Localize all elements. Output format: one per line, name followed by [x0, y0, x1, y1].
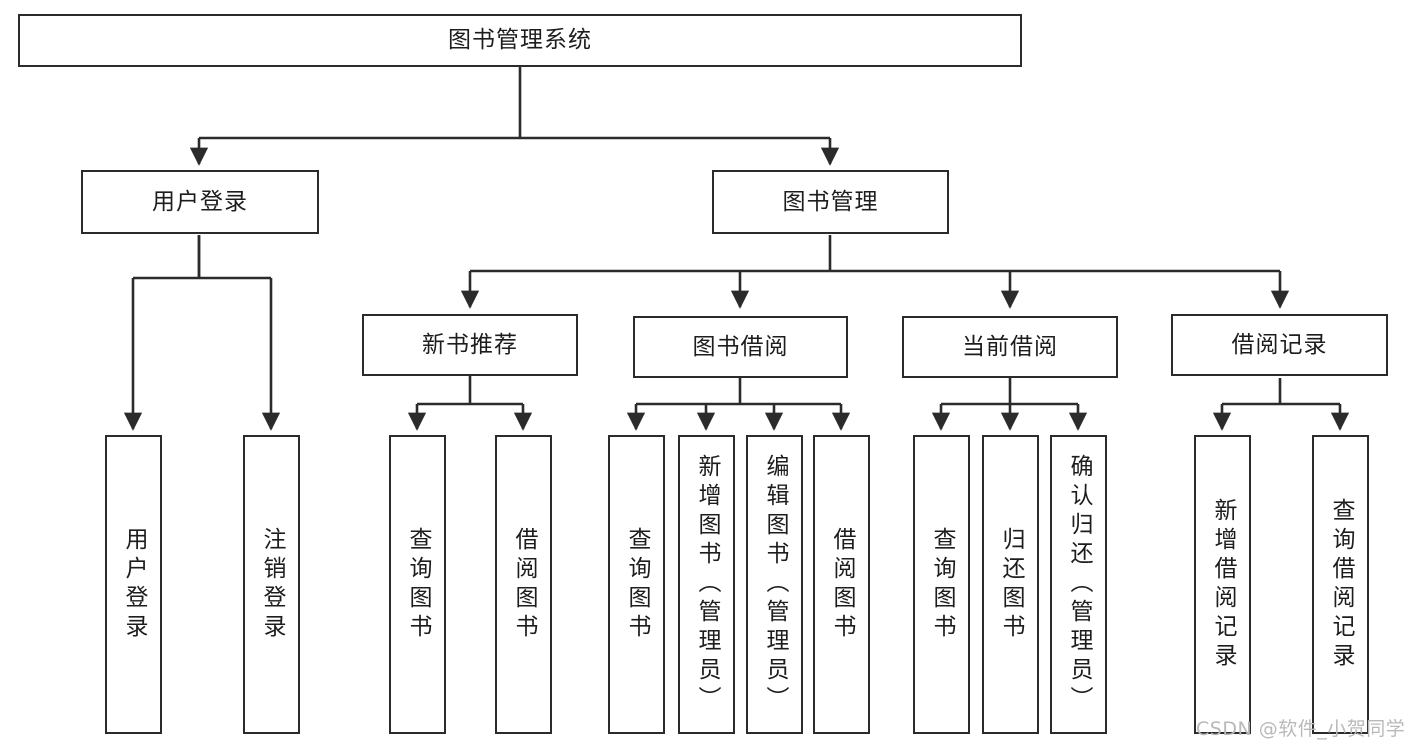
node-leaf-query-book-3-label: 查询图书	[929, 526, 955, 643]
node-book-manage[interactable]: 图书管理	[712, 170, 949, 234]
node-borrow-record[interactable]: 借阅记录	[1171, 314, 1388, 376]
node-leaf-logout-login[interactable]: 注销登录	[243, 435, 300, 734]
node-leaf-query-book-1-label: 查询图书	[405, 526, 431, 643]
node-leaf-user-login[interactable]: 用户登录	[105, 435, 162, 734]
node-leaf-return-book-label: 归还图书	[998, 526, 1024, 643]
node-leaf-add-record[interactable]: 新增借阅记录	[1194, 435, 1251, 734]
csdn-watermark: CSDN @软件_小贺同学	[1196, 718, 1405, 740]
node-leaf-return-book[interactable]: 归还图书	[982, 435, 1039, 734]
node-leaf-query-book-1[interactable]: 查询图书	[389, 435, 446, 734]
node-book-borrow-label: 图书借阅	[692, 333, 789, 360]
node-leaf-query-record[interactable]: 查询借阅记录	[1312, 435, 1369, 734]
node-leaf-add-book-label: 新增图书（管理员）	[694, 454, 720, 715]
node-current-borrow-label: 当前借阅	[962, 333, 1058, 360]
node-current-borrow[interactable]: 当前借阅	[902, 316, 1118, 378]
node-book-manage-label: 图书管理	[782, 188, 879, 215]
node-leaf-add-book[interactable]: 新增图书（管理员）	[678, 435, 735, 734]
node-leaf-edit-book-label: 编辑图书（管理员）	[762, 454, 788, 715]
node-leaf-add-record-label: 新增借阅记录	[1210, 497, 1236, 672]
node-leaf-user-login-label: 用户登录	[121, 526, 147, 643]
node-book-borrow[interactable]: 图书借阅	[633, 316, 848, 378]
node-leaf-query-book-2-label: 查询图书	[624, 526, 650, 643]
node-new-book-recommend[interactable]: 新书推荐	[362, 314, 578, 376]
node-leaf-query-record-label: 查询借阅记录	[1328, 497, 1354, 672]
node-leaf-borrow-book-2[interactable]: 借阅图书	[813, 435, 870, 734]
node-leaf-edit-book[interactable]: 编辑图书（管理员）	[746, 435, 803, 734]
node-leaf-logout-login-label: 注销登录	[259, 526, 285, 643]
node-user-login[interactable]: 用户登录	[81, 170, 319, 234]
node-leaf-borrow-book-2-label: 借阅图书	[829, 526, 855, 643]
node-root-label: 图书管理系统	[448, 27, 592, 54]
node-leaf-query-book-2[interactable]: 查询图书	[608, 435, 665, 734]
node-new-book-recommend-label: 新书推荐	[422, 331, 518, 358]
node-leaf-confirm-return-label: 确认归还（管理员）	[1066, 454, 1092, 715]
node-user-login-label: 用户登录	[152, 188, 248, 215]
node-leaf-confirm-return[interactable]: 确认归还（管理员）	[1050, 435, 1107, 734]
node-borrow-record-label: 借阅记录	[1231, 331, 1328, 358]
node-root[interactable]: 图书管理系统	[18, 14, 1022, 67]
node-leaf-borrow-book-1-label: 借阅图书	[511, 526, 537, 643]
node-leaf-borrow-book-1[interactable]: 借阅图书	[495, 435, 552, 734]
node-leaf-query-book-3[interactable]: 查询图书	[913, 435, 970, 734]
